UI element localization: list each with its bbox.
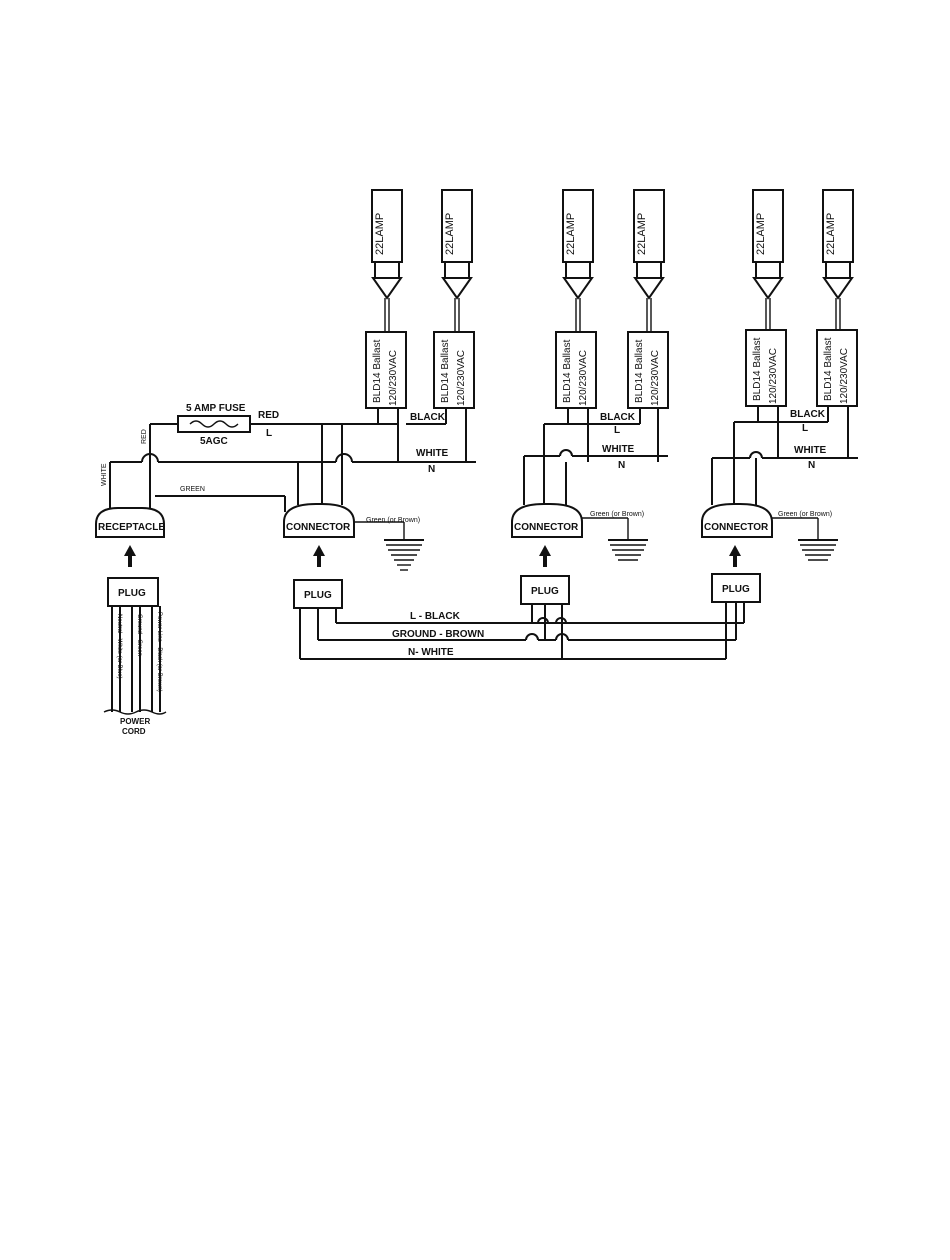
receptacle: RECEPTACLE [95, 507, 165, 538]
wire-l-3: L [802, 423, 808, 434]
power-cord: Power Line - Black (or Brown) Ground - G… [103, 606, 167, 736]
wire-green: GREEN [180, 486, 205, 493]
fuse-type: 5AGC [200, 436, 228, 447]
ballast-6: BLD14 Ballast 120/230VAC [816, 329, 858, 407]
ballast-6-name: BLD14 Ballast [823, 337, 834, 401]
receptacle-label: RECEPTACLE [98, 522, 165, 533]
ballast-1-name: BLD14 Ballast [372, 339, 383, 403]
cord-wire-1: Power Line - Black (or Brown) [156, 612, 162, 692]
ballast-6-voltage: 120/230VAC [839, 348, 850, 404]
ballast-5-name: BLD14 Ballast [752, 337, 763, 401]
ballast-3-voltage: 120/230VAC [578, 350, 589, 406]
plug-3: PLUG [711, 573, 761, 603]
power-cord-line-1: POWER [120, 717, 150, 726]
connector-2: CONNECTOR Green (or Brown) [511, 503, 644, 540]
lamp-leads [384, 298, 841, 332]
ground-note-1: Green (or Brown) [366, 517, 420, 524]
lamp-5-label: 22LAMP [755, 213, 767, 255]
lamp-3: 22LAMP [562, 189, 594, 300]
fixture-3-wiring: BLACK L WHITE N [711, 406, 858, 505]
lamp-6: 22LAMP [822, 189, 854, 300]
wire-white-1: WHITE [416, 448, 449, 459]
connector-2-label: CONNECTOR [514, 522, 579, 533]
fixture-2-wiring: BLACK L WHITE N [523, 408, 668, 505]
connector-1: CONNECTOR Green (or Brown) [283, 503, 420, 540]
connector-3-label: CONNECTOR [704, 522, 769, 533]
ballast-5: BLD14 Ballast 120/230VAC [745, 329, 787, 407]
arrows [124, 545, 741, 567]
ground-symbol-1 [384, 539, 424, 571]
plug-2: PLUG [520, 575, 570, 605]
fixture-1-wiring: 5 AMP FUSE 5AGC RED L BLACK WHITE N WHIT… [101, 403, 476, 512]
ballast-1: BLD14 Ballast 120/230VAC [365, 331, 407, 409]
cord-wire-3: Neutral - White (or Blue) [116, 614, 122, 679]
ballast-4-name: BLD14 Ballast [634, 339, 645, 403]
plug-3-label: PLUG [722, 584, 750, 595]
wire-white-3: WHITE [794, 445, 827, 456]
bus-n-white: N- WHITE [408, 647, 454, 658]
ballast-1-voltage: 120/230VAC [388, 350, 399, 406]
bus-ground-brown: GROUND - BROWN [392, 629, 484, 640]
plug-power-label: PLUG [118, 588, 146, 599]
wire-red-l-label: L [266, 428, 272, 439]
wire-n-2: N [618, 460, 625, 471]
lamp-5: 22LAMP [752, 189, 784, 300]
lamp-2: 22LAMP [441, 189, 473, 300]
ground-note-3: Green (or Brown) [778, 511, 832, 518]
wire-black-1: BLACK [410, 412, 446, 423]
lamp-4: 22LAMP [633, 189, 665, 300]
wire-white-vertical: WHITE [101, 463, 108, 486]
wire-l-2: L [614, 425, 620, 436]
wire-n-1: N [428, 464, 435, 475]
plug-1: PLUG [293, 579, 343, 609]
lamp-1-label: 22LAMP [374, 213, 386, 255]
ballast-3: BLD14 Ballast 120/230VAC [555, 331, 597, 409]
lamp-4-label: 22LAMP [636, 213, 648, 255]
connector-3: CONNECTOR Green (or Brown) [701, 503, 832, 540]
ballast-3-name: BLD14 Ballast [562, 339, 573, 403]
ballast-2: BLD14 Ballast 120/230VAC [433, 331, 475, 409]
plug-2-label: PLUG [531, 586, 559, 597]
lamp-1: 22LAMP [371, 189, 403, 300]
plug-power: PLUG [107, 577, 159, 607]
lamp-2-label: 22LAMP [444, 213, 456, 255]
power-cord-line-2: CORD [122, 727, 146, 736]
wire-red-vertical: RED [141, 429, 148, 444]
cord-wire-2: Ground - Green [136, 614, 142, 656]
connector-1-label: CONNECTOR [286, 522, 351, 533]
ballast-2-voltage: 120/230VAC [456, 350, 467, 406]
wire-black-2: BLACK [600, 412, 636, 423]
bus-l-black: L - BLACK [410, 611, 461, 622]
ballast-4: BLD14 Ballast 120/230VAC [627, 331, 669, 409]
ground-symbol-2 [608, 539, 648, 561]
wire-black-3: BLACK [790, 409, 826, 420]
wire-n-3: N [808, 460, 815, 471]
ground-symbol-3 [798, 539, 838, 561]
ballast-5-voltage: 120/230VAC [768, 348, 779, 404]
ballast-2-name: BLD14 Ballast [440, 339, 451, 403]
ballast-4-voltage: 120/230VAC [650, 350, 661, 406]
ground-note-2: Green (or Brown) [590, 511, 644, 518]
lamp-6-label: 22LAMP [825, 213, 837, 255]
wire-white-2: WHITE [602, 444, 635, 455]
bus-wiring: L - BLACK GROUND - BROWN N- WHITE [299, 602, 745, 660]
fuse-label: 5 AMP FUSE [186, 403, 246, 414]
plug-1-label: PLUG [304, 590, 332, 601]
lamp-3-label: 22LAMP [565, 213, 577, 255]
wire-red-label: RED [258, 410, 279, 421]
